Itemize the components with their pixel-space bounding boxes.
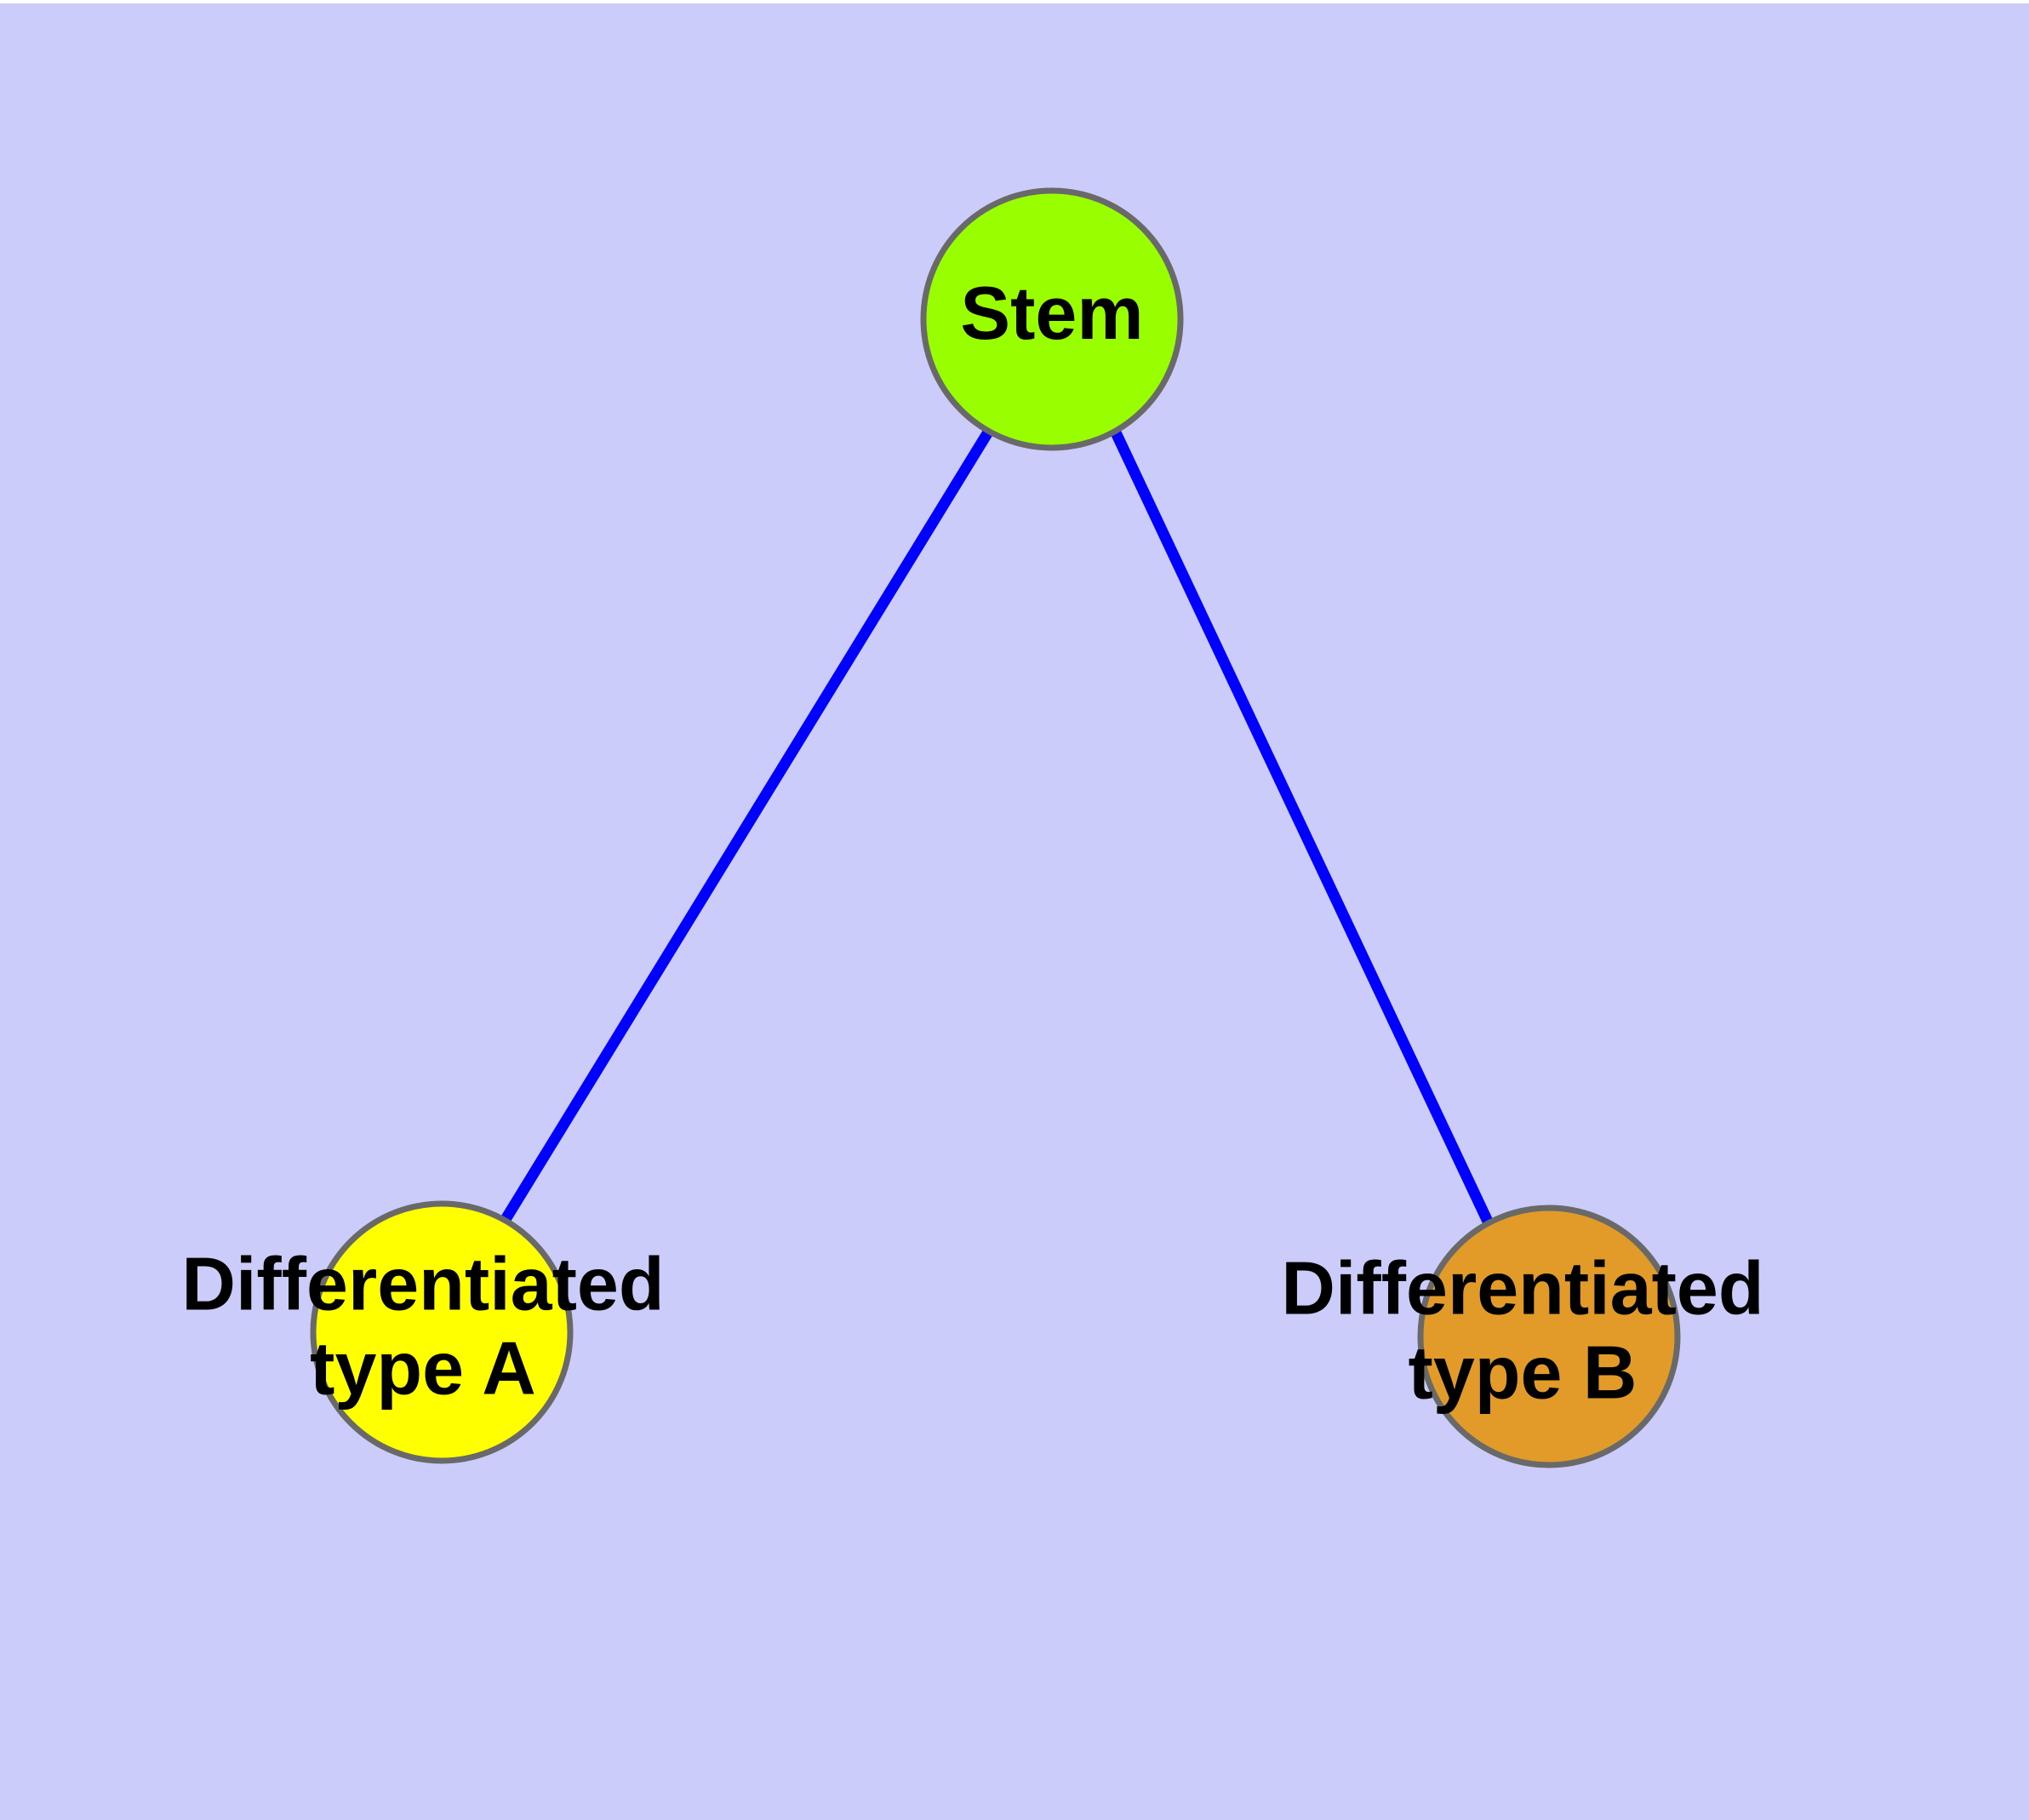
node-label-line: Differentiated [1281,1246,1763,1331]
edge-stem-to-diff-b [1110,428,1495,1228]
node-stem-circle[interactable] [920,187,1184,451]
node-label-line: type A [310,1326,536,1411]
node-diff-a-circle[interactable] [310,1200,574,1464]
node-label-line: type B [1409,1331,1637,1415]
canvas-top-edge [0,0,2029,3]
edges-layer [500,427,1495,1228]
nodes-layer [310,187,1681,1468]
node-diff-b-circle[interactable] [1417,1205,1681,1468]
node-label-line: Stem [960,271,1143,355]
edge-stem-to-diff-a [500,427,994,1224]
node-label-line: Differentiated [181,1242,664,1326]
node-stem-label: Stem [960,271,1143,355]
